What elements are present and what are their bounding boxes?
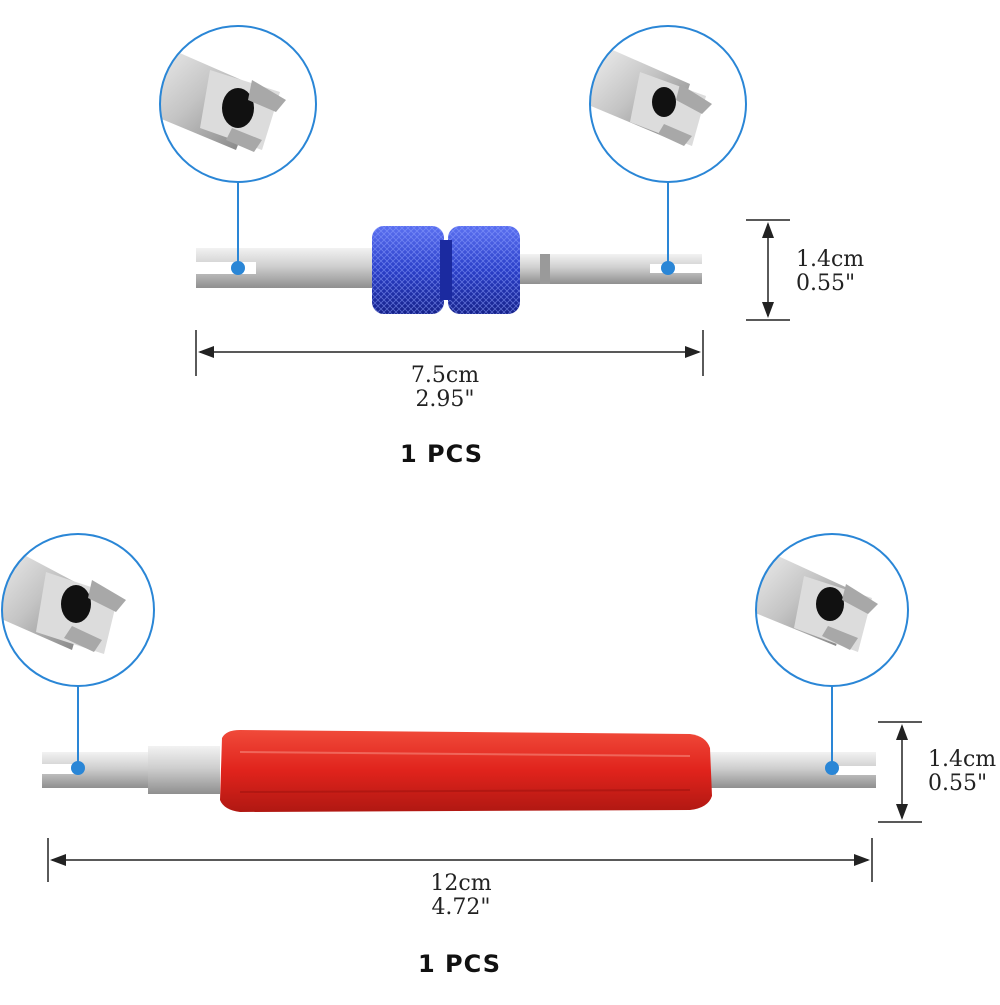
bottom-right-zoom-circle (755, 533, 909, 687)
top-height-in: 0.55" (796, 271, 856, 296)
bottom-height-cm: 1.4cm (928, 747, 997, 772)
top-width-cm: 7.5cm (410, 363, 480, 388)
bottom-left-zoom-circle (1, 533, 155, 687)
top-height-dimension (746, 219, 790, 321)
bottom-width-label: 12cm 4.72" (406, 872, 516, 920)
bottom-right-slot (836, 766, 876, 775)
top-width-in: 2.95" (415, 387, 475, 412)
bottom-height-in: 0.55" (928, 771, 988, 796)
top-height-cm: 1.4cm (796, 247, 865, 272)
top-height-label: 1.4cm 0.55" (796, 248, 864, 296)
bottom-width-dimension (47, 838, 873, 882)
top-left-zoom-circle (159, 25, 317, 183)
top-quantity: 1 PCS (400, 440, 483, 468)
top-valve-tool (196, 226, 702, 314)
top-width-dimension (195, 330, 704, 376)
bottom-right-callout-dot (825, 761, 839, 775)
bottom-width-cm: 12cm (430, 871, 492, 896)
top-width-label: 7.5cm 2.95" (390, 364, 500, 412)
bottom-width-in: 4.72" (431, 895, 491, 920)
top-left-slot (196, 262, 256, 274)
bottom-height-dimension (878, 721, 922, 823)
bottom-handle (220, 730, 712, 812)
bottom-valve-tool (42, 730, 876, 812)
top-right-slot (650, 264, 702, 273)
bottom-left-slot (42, 764, 80, 774)
top-left-callout-dot (231, 261, 245, 275)
bottom-left-callout-dot (71, 761, 85, 775)
bottom-quantity: 1 PCS (418, 950, 501, 978)
top-right-callout-dot (661, 261, 675, 275)
bottom-height-label: 1.4cm 0.55" (928, 748, 996, 796)
top-right-zoom-circle (589, 25, 747, 183)
